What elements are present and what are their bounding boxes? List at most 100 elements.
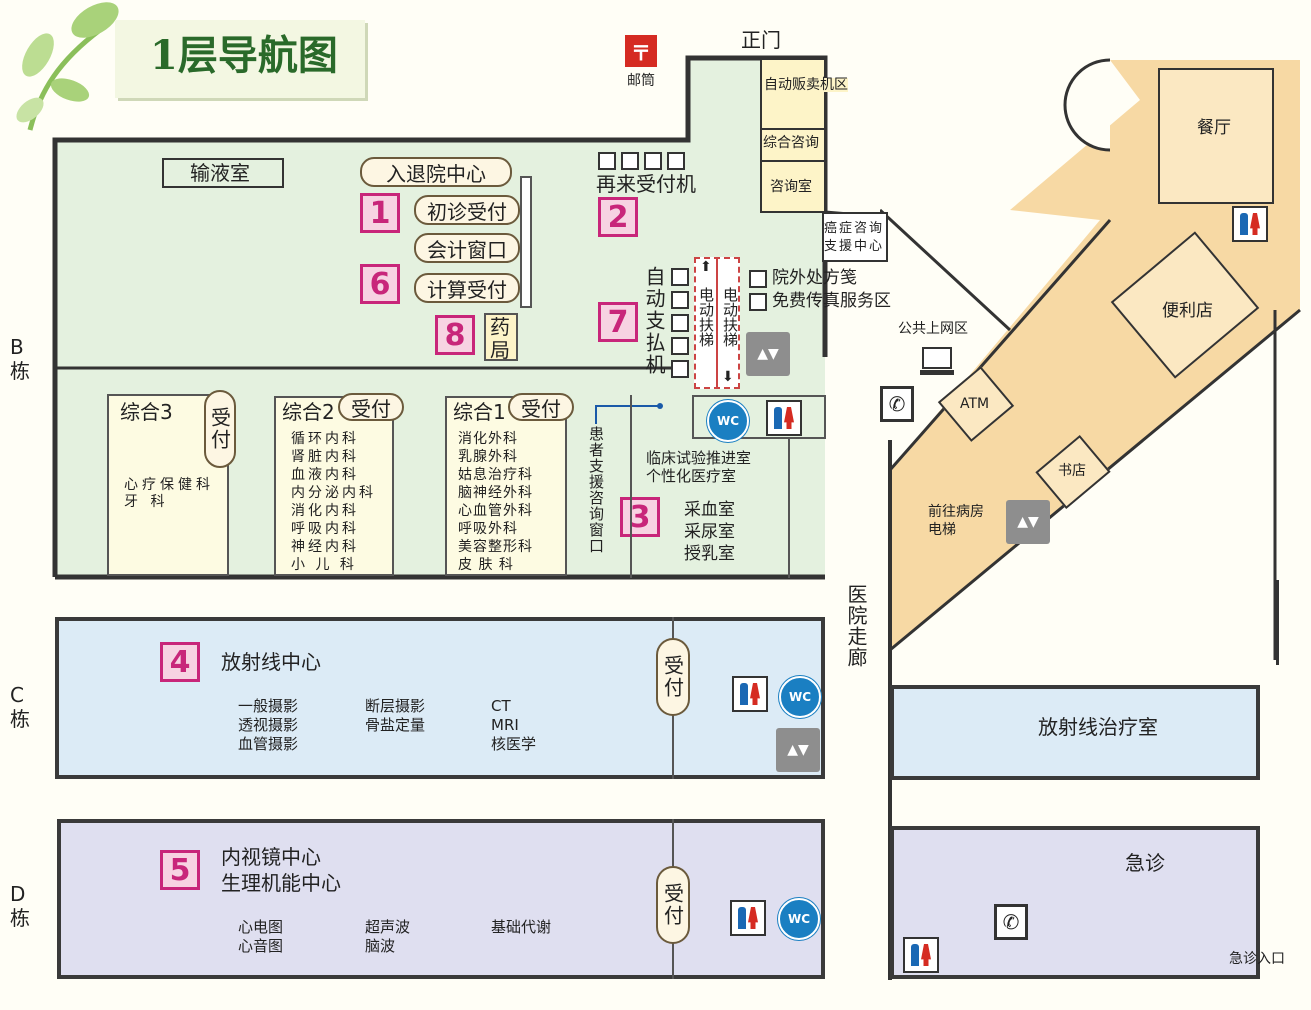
dept-item: 美容整形科 — [458, 539, 533, 555]
emergency-room — [890, 826, 1260, 979]
admission-center[interactable]: 入退院中心 — [360, 157, 512, 187]
billing-label: 计算受付 — [427, 277, 507, 302]
pay-machine[interactable] — [671, 337, 689, 355]
restroom-block-b — [692, 395, 826, 439]
dept-item: 消化外科 — [458, 431, 518, 447]
dept-item: 呼吸外科 — [458, 521, 518, 537]
billing-counter[interactable]: 计算受付 — [414, 273, 520, 303]
dept-item: 呼吸内科 — [291, 521, 359, 537]
marker-7: 7 — [598, 302, 638, 342]
postbox-icon: 〒 — [625, 35, 657, 67]
dept-item: 姑息治疗科 — [458, 467, 533, 483]
leaf-decoration — [16, 2, 119, 131]
marker-5: 5 — [160, 850, 200, 890]
dept-item: 小 儿 科 — [291, 557, 357, 573]
reception-label: 受付 — [351, 396, 391, 421]
first-visit-counter[interactable]: 初诊受付 — [414, 195, 520, 225]
pay-machine[interactable] — [671, 314, 689, 332]
physiology-col3: 基础代谢 — [491, 918, 551, 937]
reception-label: 受付 — [660, 655, 685, 699]
kiosk[interactable] — [667, 152, 685, 170]
infusion-room — [162, 158, 284, 188]
radiology-title: 放射线中心 — [221, 650, 321, 674]
bookstore-label: 书店 — [1058, 463, 1086, 479]
pay-machine[interactable] — [671, 291, 689, 309]
physiology-col1: 心电图心音图 — [238, 918, 283, 956]
lab-area — [630, 395, 825, 578]
radiology-col1: 一般摄影透视摄影血管摄影 — [238, 697, 298, 754]
cancer-support-box — [822, 212, 888, 262]
radiology-reception[interactable]: 受付 — [656, 638, 690, 716]
urine-label: 采尿室 — [684, 522, 735, 542]
accessible-toilet-icon: WC — [707, 400, 749, 442]
blood-label: 采血室 — [684, 500, 735, 520]
pay-machine[interactable] — [671, 268, 689, 286]
nursing-label: 授乳室 — [684, 544, 735, 564]
general3-room — [107, 394, 229, 576]
escalator-up-label: 电动扶梯 — [697, 287, 715, 347]
kiosk[interactable] — [621, 152, 639, 170]
title-plate — [115, 20, 365, 98]
counter-bar — [520, 176, 532, 308]
escalator-up-arrow: ⬆ — [700, 259, 712, 275]
store-label: 便利店 — [1162, 301, 1213, 321]
fax-checkbox-icon — [749, 293, 767, 311]
escalator-down-arrow: ⬇ — [722, 369, 734, 385]
outside-rx-label: 院外处方笺 — [772, 268, 857, 288]
general3-dept: 牙 科 — [124, 494, 169, 510]
exam-item: 核医学 — [491, 735, 537, 753]
exam-item: 透视摄影 — [238, 716, 299, 734]
restaurant-label: 餐厅 — [1197, 118, 1231, 138]
cashier-counter[interactable]: 会计窗口 — [414, 233, 520, 263]
dept-item: 循环内科 — [291, 431, 359, 447]
pay-machine[interactable] — [671, 360, 689, 378]
exam-item: 心音图 — [238, 937, 284, 955]
page-title: 1层导航图 — [150, 32, 338, 79]
general-consult-box — [760, 128, 826, 160]
general3-dept: 心疗保健科 — [124, 477, 214, 493]
support-pointer — [595, 403, 663, 424]
restroom-icon-b — [766, 400, 802, 436]
dept-item: 脑神经外科 — [458, 485, 533, 501]
physiology-reception[interactable]: 受付 — [656, 866, 690, 944]
divider — [760, 160, 826, 162]
elevator-icon-b: ▲▼ — [746, 332, 790, 376]
marker-6: 6 — [360, 264, 400, 304]
dept-item: 血液内科 — [291, 467, 359, 483]
cancer-support-label: 癌症咨询 支援中心 — [824, 221, 885, 254]
endoscopy-title: 内视镜中心 — [221, 845, 321, 869]
escalator-down-label: 电动扶梯 — [721, 287, 739, 347]
marker-4: 4 — [160, 642, 200, 682]
building-d-label: D 栋 — [10, 882, 30, 930]
exam-item: CT — [491, 697, 511, 715]
reception-label: 受付 — [521, 396, 561, 421]
cashier-label: 会计窗口 — [427, 237, 507, 262]
kiosk[interactable] — [644, 152, 662, 170]
divider — [788, 438, 790, 578]
dept-item: 心血管外科 — [458, 503, 533, 519]
patient-support-label: 患者支援咨询窗口 — [587, 426, 605, 554]
reception-label: 受付 — [207, 407, 232, 451]
pharmacy-label: 药 局 — [490, 315, 510, 362]
restroom-icon-c — [732, 676, 768, 712]
accessible-toilet-icon-d: WC — [778, 898, 820, 940]
atm-label: ATM — [960, 396, 990, 412]
restroom-icon-emergency — [903, 937, 939, 973]
physiology-title: 生理机能中心 — [221, 871, 341, 895]
general-consult-label: 综合咨询 — [763, 135, 819, 151]
marker-2: 2 — [598, 197, 638, 237]
escalator-divider — [716, 257, 718, 389]
general1-reception[interactable]: 受付 — [508, 393, 574, 421]
general3-reception[interactable]: 受付 — [204, 390, 236, 468]
vending-label: 自动贩卖机区 — [764, 77, 848, 93]
kiosk[interactable] — [598, 152, 616, 170]
general2-reception[interactable]: 受付 — [338, 393, 404, 421]
accessible-toilet-icon-c: WC — [779, 676, 821, 718]
general3-title: 综合3 — [120, 400, 173, 424]
restroom-icon-east — [1232, 206, 1268, 242]
radiotherapy-label: 放射线治疗室 — [1038, 715, 1158, 739]
general1-title: 综合1 — [453, 400, 506, 424]
ward-elevator-label: 前往病房 电梯 — [928, 504, 984, 539]
